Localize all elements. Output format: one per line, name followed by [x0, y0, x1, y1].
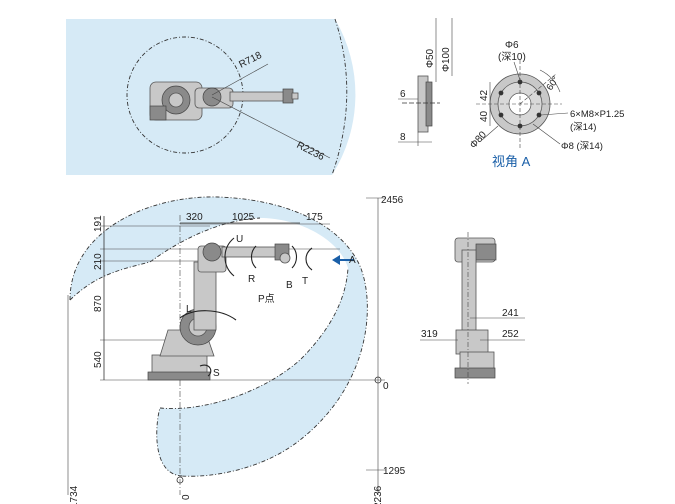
label-phi50: Φ50 [425, 48, 436, 68]
axis-label-r: R [248, 274, 255, 285]
side-view: U R B T P点 L S A 320 1025 175 2456 0 129… [67, 195, 406, 504]
top-outer-boundary [331, 18, 348, 176]
label-dim8: 8 [400, 132, 406, 143]
label-dim42: 42 [479, 89, 490, 101]
label-phi8: Φ8 (深14) [561, 141, 603, 152]
axis-label-b: B [286, 280, 293, 291]
axis-u-arrow [224, 237, 235, 277]
axis-label-a: A [349, 255, 356, 266]
r718-leader [211, 63, 269, 96]
dim-319: 319 [421, 329, 438, 340]
side-inner-boundary [159, 267, 349, 410]
axis-label-l: L [186, 304, 192, 315]
dim-241: 241 [502, 308, 519, 319]
height-2456: 2456 [381, 195, 404, 206]
axis-l-arrow [179, 310, 237, 321]
axis-b-arrow [291, 245, 298, 269]
dim-210: 210 [93, 253, 104, 270]
label-depth10: (深10) [498, 51, 526, 63]
dim-252: 252 [502, 329, 519, 340]
dim-0-bottom: 0 [181, 494, 192, 500]
bolt-hole [536, 90, 542, 96]
axis-s-arrow [199, 364, 212, 377]
axis-label-t: T [302, 276, 308, 287]
side-outer-boundary [69, 196, 368, 477]
bolt-hole [536, 112, 542, 118]
dim-540: 540 [93, 351, 104, 368]
label-thread: 6×M8×P1.25 [570, 109, 624, 120]
dim-175: 175 [306, 212, 323, 223]
label-phi6: Φ6 [505, 40, 519, 51]
top-view: R718 R2236 [66, 18, 356, 176]
r2236-leader [211, 96, 331, 159]
bolt-hole [498, 112, 504, 118]
bolt-hole [498, 90, 504, 96]
axis-r-arrow [250, 245, 257, 269]
label-phi100: Φ100 [441, 47, 452, 72]
label-phi80: Φ80 [468, 129, 489, 151]
label-dim6: 6 [400, 89, 406, 100]
dim-2236: 2236 [373, 485, 384, 504]
dim-1025: 1025 [232, 212, 255, 223]
dim-1734: 1734 [69, 485, 80, 504]
flange-view-title: 视角 A [492, 154, 531, 169]
side-work-area [70, 196, 368, 477]
height-0: 0 [383, 381, 389, 392]
side-robot-body [147, 242, 291, 381]
label-dim40: 40 [479, 110, 490, 122]
label-depth14: (深14) [570, 122, 596, 133]
flange-view: Φ50 Φ100 6 8 60° Φ6 (深10) 42 40 Φ80 [398, 18, 624, 169]
axis-label-p: P点 [258, 293, 275, 305]
front-view: 241 319 252 [420, 232, 525, 384]
dim-320: 320 [186, 212, 203, 223]
axis-label-u: U [236, 234, 243, 245]
dim-191: 191 [93, 215, 104, 232]
dim-870: 870 [93, 295, 104, 312]
axis-t-arrow [305, 247, 313, 271]
axis-label-s: S [213, 368, 220, 379]
height-1295: 1295 [383, 466, 406, 477]
